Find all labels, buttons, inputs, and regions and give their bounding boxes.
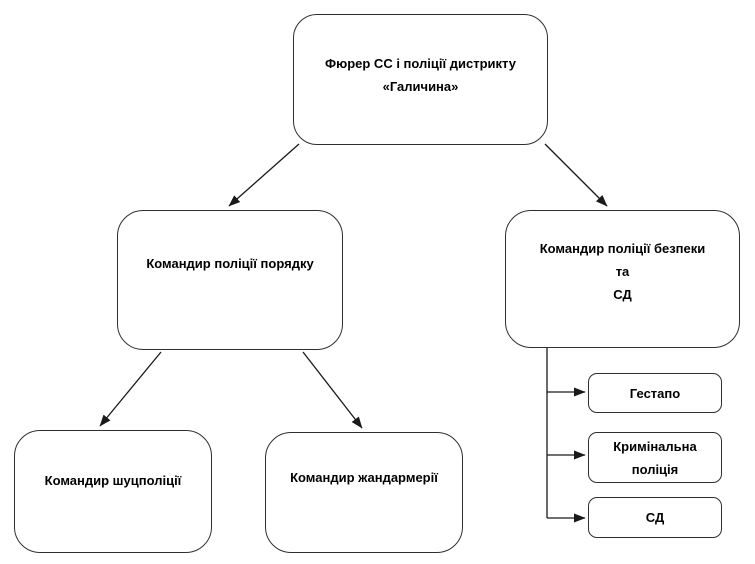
node-label: Командир шуцполіції bbox=[44, 473, 182, 488]
node-label: Кримінальна поліція bbox=[613, 438, 697, 477]
node-gendarmerie-commander: Командир жандармерії bbox=[265, 432, 463, 553]
node-label: Командир поліції порядку bbox=[146, 255, 314, 271]
node-schutzpolizei-commander: Командир шуцполіції bbox=[14, 430, 212, 553]
edge-order-gendarm bbox=[302, 351, 363, 429]
edge-fuhrer-security bbox=[544, 143, 608, 207]
node-order-police-commander: Командир поліції порядку bbox=[117, 210, 343, 350]
node-security-police-sd-commander: Командир поліції безпеки та СД bbox=[505, 210, 740, 348]
node-gestapo: Гестапо bbox=[588, 373, 722, 413]
edge-order-schutz bbox=[99, 351, 162, 427]
node-label: СД bbox=[645, 510, 665, 525]
node-label: Командир жандармерії bbox=[290, 470, 438, 485]
node-label: Гестапо bbox=[629, 385, 681, 401]
node-criminal-police: Кримінальна поліція bbox=[588, 432, 722, 483]
node-sd: СД bbox=[588, 497, 722, 538]
node-fuhrer-ss-police: Фюрер СС і поліції дистрикту «Галичина» bbox=[293, 14, 548, 145]
node-label: Фюрер СС і поліції дистрикту «Галичина» bbox=[325, 55, 516, 94]
node-label: Командир поліції безпеки та СД bbox=[539, 240, 706, 302]
edge-fuhrer-order bbox=[228, 143, 300, 207]
